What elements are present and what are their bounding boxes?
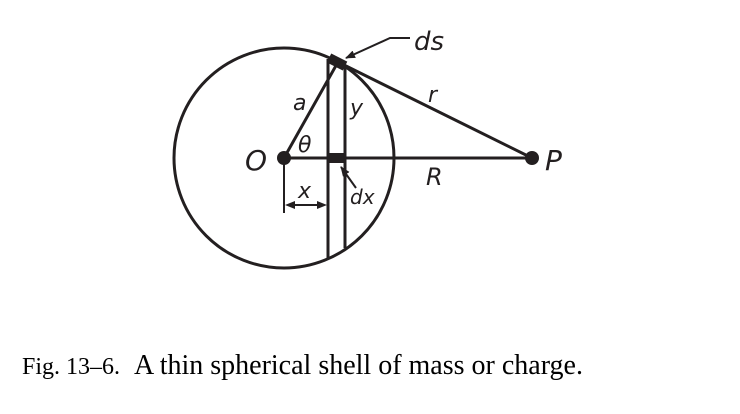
label-a: a xyxy=(293,91,306,116)
label-theta: θ xyxy=(298,133,312,158)
dx-element xyxy=(328,153,345,163)
caption-text: A thin spherical shell of mass or charge… xyxy=(134,350,583,381)
ds-pointer-arrow xyxy=(345,37,410,59)
x-arrowheads xyxy=(285,201,327,209)
label-O: O xyxy=(245,144,267,177)
label-R: R xyxy=(426,163,443,191)
ds-element xyxy=(326,53,348,71)
label-y: y xyxy=(349,96,364,121)
figure-caption: Fig. 13–6. A thin spherical shell of mass… xyxy=(22,350,583,382)
label-r: r xyxy=(428,83,439,108)
dx-pointer-arrow xyxy=(340,166,357,189)
line-r xyxy=(337,60,533,160)
label-x: x xyxy=(297,179,312,204)
label-ds: ds xyxy=(414,27,444,57)
point-P xyxy=(525,151,539,165)
figure-number: Fig. 13–6. xyxy=(22,354,121,380)
label-P: P xyxy=(545,144,562,177)
label-dx: dx xyxy=(350,185,375,209)
point-O xyxy=(277,151,291,165)
